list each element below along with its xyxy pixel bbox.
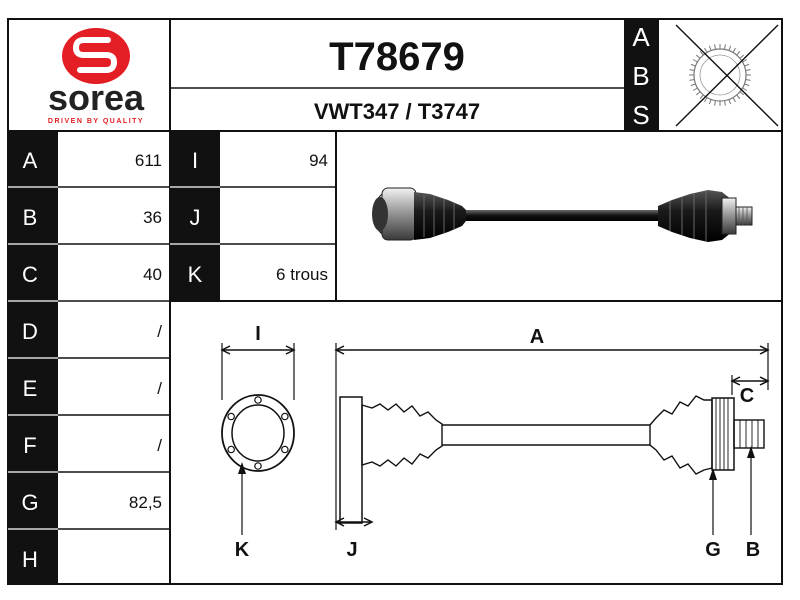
spec-label-e: E bbox=[23, 376, 38, 401]
dim-label-i: I bbox=[255, 323, 261, 345]
spec-label-i: I bbox=[192, 148, 198, 173]
bolt-hole bbox=[254, 462, 262, 470]
spec-label-j: J bbox=[190, 205, 201, 230]
abs-ring-crossed-icon bbox=[675, 24, 779, 127]
dim-label-k: K bbox=[235, 539, 250, 561]
spec-value-k: 6 trous bbox=[276, 265, 328, 284]
bolt-hole bbox=[227, 445, 235, 454]
bolt-hole bbox=[227, 412, 235, 421]
spec-label-g: G bbox=[21, 490, 38, 515]
flange-view bbox=[220, 343, 296, 535]
bolt-hole bbox=[281, 412, 289, 421]
logo-s-mark-icon bbox=[72, 37, 118, 73]
technical-drawing bbox=[220, 343, 770, 535]
shaft-bar bbox=[466, 210, 658, 221]
spec-label-b: B bbox=[23, 205, 38, 230]
brand-name: sorea bbox=[48, 77, 145, 118]
bolt-hole bbox=[281, 445, 289, 454]
dim-label-a: A bbox=[530, 326, 544, 348]
sorea-logo: sorea DRIVEN BY QUALITY bbox=[48, 28, 145, 125]
spec-value-c: 40 bbox=[143, 265, 162, 284]
spec-value-g: 82,5 bbox=[129, 493, 162, 512]
right-spline bbox=[735, 206, 753, 226]
spec-label-h: H bbox=[22, 547, 38, 572]
left-boot bbox=[414, 192, 466, 240]
spec-label-f: F bbox=[23, 433, 36, 458]
brand-tagline: DRIVEN BY QUALITY bbox=[48, 118, 144, 125]
spec-value-a: 611 bbox=[135, 151, 162, 170]
shaft-side-view bbox=[334, 343, 770, 535]
spec-value-i: 94 bbox=[309, 151, 328, 170]
spec-value-f: / bbox=[157, 436, 162, 455]
header: sorea DRIVEN BY QUALITY T78679 VWT347 / … bbox=[8, 19, 782, 132]
dim-label-g: G bbox=[705, 539, 721, 561]
dim-label-c: C bbox=[740, 385, 754, 407]
part-number: T78679 bbox=[329, 35, 465, 79]
spec-table: A B C D E F G H 611 36 40 / / / 82,5 I J… bbox=[8, 131, 782, 584]
spec-label-d: D bbox=[22, 319, 38, 344]
driveshaft-photo bbox=[372, 187, 753, 242]
dim-label-b: B bbox=[746, 539, 760, 561]
dim-label-j: J bbox=[346, 539, 357, 561]
abs-letter-b: B bbox=[632, 61, 649, 91]
spec-value-e: / bbox=[157, 379, 162, 398]
spec-value-b: 36 bbox=[143, 208, 162, 227]
bolt-hole bbox=[254, 396, 262, 404]
abs-letter-a: A bbox=[632, 22, 650, 52]
right-boot bbox=[658, 190, 732, 242]
spec-label-c: C bbox=[22, 262, 38, 287]
spec-label-a: A bbox=[23, 148, 38, 173]
spec-label-k: K bbox=[188, 262, 203, 287]
spec-value-d: / bbox=[157, 322, 162, 341]
abs-letter-s: S bbox=[632, 100, 649, 130]
part-references: VWT347 / T3747 bbox=[314, 99, 480, 124]
